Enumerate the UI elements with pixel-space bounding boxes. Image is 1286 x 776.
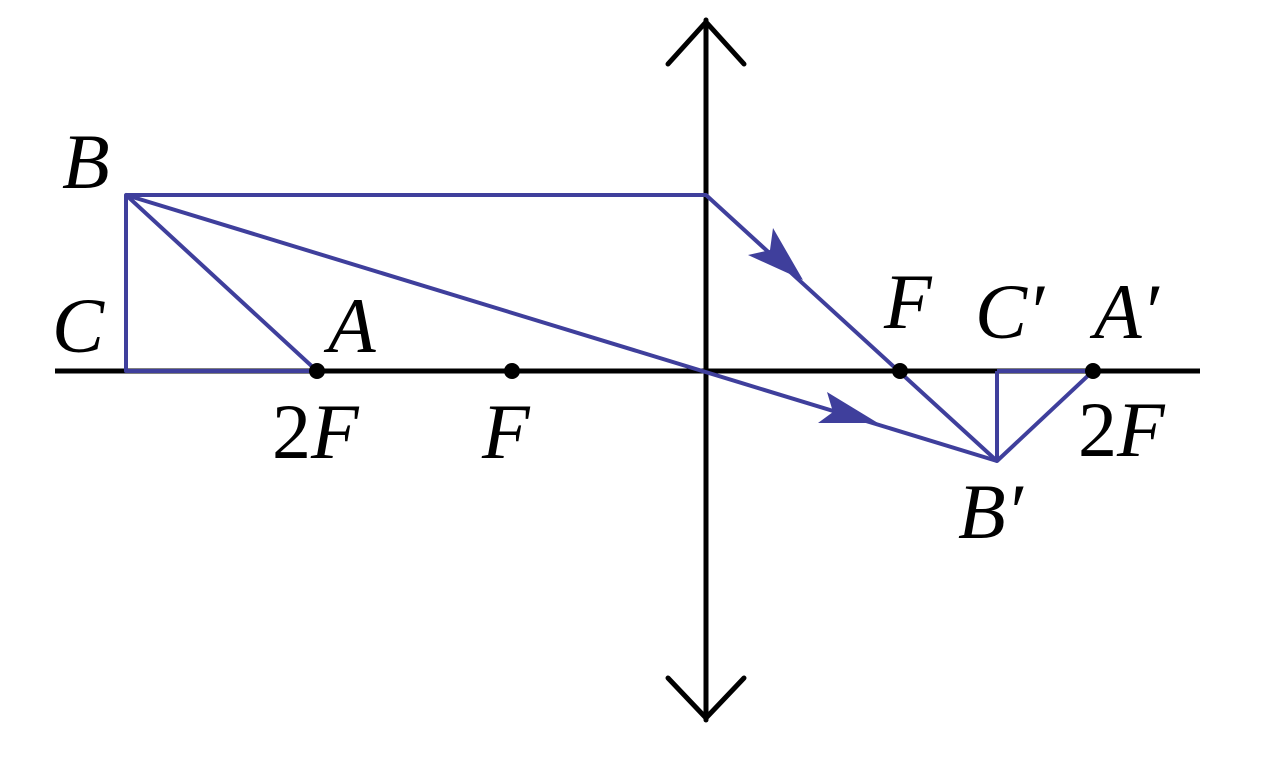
point-f-right: [892, 363, 908, 379]
label-c-prime: C′: [975, 268, 1046, 355]
lens-bottom-arrowhead: [665, 675, 747, 721]
convex-lens: [665, 17, 747, 723]
object-outline-bca: [124, 193, 319, 373]
label-2f-left: 2F: [272, 388, 360, 475]
label-a: A: [323, 282, 376, 369]
label-a-prime: A′: [1089, 268, 1161, 355]
point-2f-left: [309, 363, 325, 379]
ray-arrowhead-lower: [818, 392, 878, 423]
image-outline-cprime-bprime-aprime: [995, 369, 1095, 463]
label-c: C: [52, 282, 105, 369]
label-2f-right-letter: F: [1116, 386, 1166, 473]
ray-arrowhead-upper: [748, 228, 803, 280]
lens-top-arrowhead: [665, 19, 747, 67]
label-2f-left-number: 2: [272, 388, 311, 475]
point-f-left: [504, 363, 520, 379]
label-2f-left-letter: F: [310, 388, 360, 475]
label-f-right: F: [883, 258, 933, 345]
point-2f-right: [1085, 363, 1101, 379]
label-2f-right-number: 2: [1078, 386, 1117, 473]
label-f-left: F: [481, 388, 531, 475]
label-b-prime: B′: [958, 468, 1025, 555]
label-2f-right: 2F: [1078, 386, 1166, 473]
label-b: B: [62, 118, 110, 205]
